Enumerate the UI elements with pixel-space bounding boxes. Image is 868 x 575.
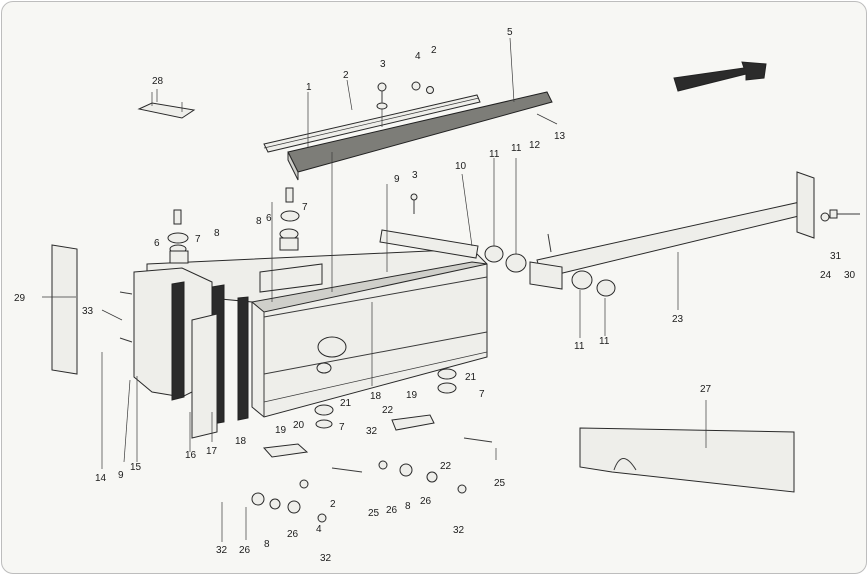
callout-5: 5	[507, 27, 513, 38]
callout-2: 2	[330, 499, 336, 510]
leader-lines	[42, 37, 707, 542]
callout-7: 7	[302, 202, 308, 213]
callout-8: 8	[264, 539, 270, 550]
callout-22: 22	[440, 461, 452, 472]
callout-9: 9	[118, 470, 124, 481]
callout-11: 11	[599, 336, 610, 347]
callout-9: 9	[394, 174, 400, 185]
callout-32: 32	[320, 553, 332, 564]
callout-32: 32	[216, 545, 228, 556]
callout-8: 8	[256, 216, 262, 227]
callout-8: 8	[405, 501, 411, 512]
callout-31: 31	[830, 251, 842, 262]
part-28-plate	[137, 102, 196, 119]
part-11-rollers-lower	[571, 270, 616, 297]
callout-3: 3	[412, 170, 418, 181]
callout-4: 4	[316, 524, 322, 535]
callout-29: 29	[14, 293, 26, 304]
part-24-bracket	[796, 171, 815, 239]
callout-13: 13	[554, 131, 566, 142]
callout-7: 7	[479, 389, 485, 400]
part-6-7-8-hardware-left	[167, 209, 189, 264]
part-16-17-side-brackets	[133, 267, 249, 439]
callout-21: 21	[340, 398, 352, 409]
part-11-rollers-upper	[484, 245, 527, 273]
callout-6: 6	[154, 238, 160, 249]
lower-hardware-cluster	[251, 362, 493, 523]
part-33-screws	[119, 291, 133, 343]
callout-11: 11	[511, 143, 522, 154]
callout-16: 16	[185, 450, 197, 461]
callout-26: 26	[239, 545, 251, 556]
callout-11: 11	[574, 341, 585, 352]
callout-23: 23	[672, 314, 684, 325]
part-2-washer-top	[426, 86, 434, 94]
callout-20: 20	[293, 420, 305, 431]
callout-10: 10	[455, 161, 467, 172]
callout-24: 24	[820, 270, 832, 281]
callout-6: 6	[266, 213, 272, 224]
callout-26: 26	[287, 529, 299, 540]
callout-17: 17	[206, 446, 218, 457]
part-27-plate	[579, 427, 795, 493]
part-23-rod	[529, 201, 808, 290]
callout-15: 15	[130, 462, 142, 473]
callout-18: 18	[235, 436, 247, 447]
callout-12: 12	[529, 140, 541, 151]
callout-18: 18	[370, 391, 382, 402]
callout-1: 1	[306, 82, 312, 93]
callout-numbers: 28 1 2 3 4 2 5 13 10 11 11 12 9 3 6 7 8 …	[14, 27, 856, 564]
callout-32: 32	[366, 426, 378, 437]
callout-14: 14	[95, 473, 107, 484]
callout-25: 25	[494, 478, 506, 489]
callout-32: 32	[453, 525, 465, 536]
part-30-bolt	[829, 209, 860, 219]
callout-3: 3	[380, 59, 386, 70]
callout-4: 4	[415, 51, 421, 62]
callout-30: 30	[844, 270, 856, 281]
callout-7: 7	[195, 234, 201, 245]
callout-8: 8	[214, 228, 220, 239]
callout-19: 19	[275, 425, 287, 436]
callout-26: 26	[420, 496, 432, 507]
part-31-washer	[820, 212, 830, 222]
callout-11: 11	[489, 149, 500, 160]
callout-28: 28	[152, 76, 164, 87]
callout-25: 25	[368, 508, 380, 519]
direction-arrow-icon	[673, 61, 767, 92]
callout-22: 22	[382, 405, 394, 416]
part-10-axle	[379, 229, 479, 259]
part-6-7-8-hardware-center	[279, 187, 300, 251]
callout-33: 33	[82, 306, 94, 317]
callout-2: 2	[343, 70, 349, 81]
callout-7: 7	[339, 422, 345, 433]
callout-19: 19	[406, 390, 418, 401]
part-29-plate	[51, 244, 78, 375]
part-9-3-screw	[410, 193, 418, 214]
part-1-rail	[263, 94, 481, 153]
callout-2: 2	[431, 45, 437, 56]
callout-27: 27	[700, 384, 712, 395]
callout-21: 21	[465, 372, 477, 383]
part-4-nut-top	[411, 81, 421, 91]
part-12-pin	[547, 233, 552, 253]
part-3-bolt-top	[376, 82, 388, 110]
callout-26: 26	[386, 505, 398, 516]
